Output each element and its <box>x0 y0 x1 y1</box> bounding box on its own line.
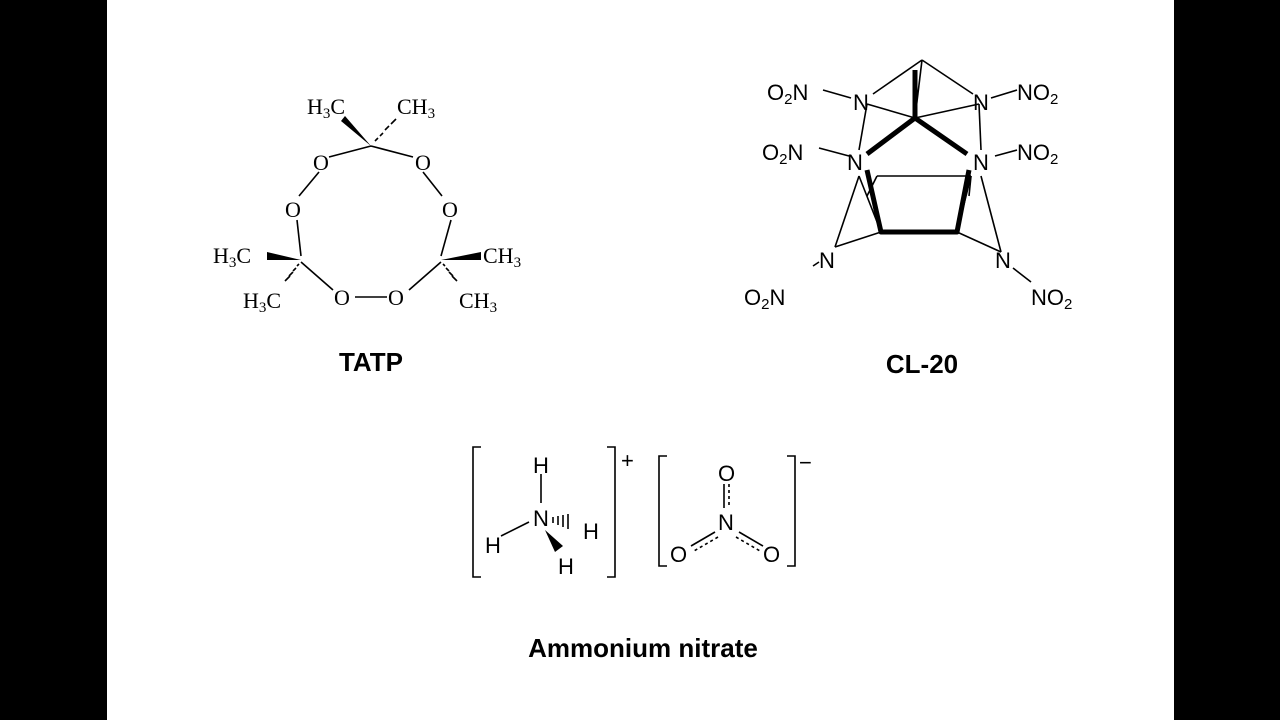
cation-hydrogen-right: H <box>583 519 599 544</box>
cl20-nitro-5: O2N <box>744 285 785 313</box>
cl20-caption: CL-20 <box>886 349 958 379</box>
structures-diagram: O O O O O O H3C CH3 H3C CH3 H3C CH3 TATP <box>213 59 1072 663</box>
cl20-nitrogen-5: N <box>819 248 835 273</box>
anion-charge: − <box>799 450 812 475</box>
cl20-nitro-3: O2N <box>762 140 803 168</box>
slide: O O O O O O H3C CH3 H3C CH3 H3C CH3 TATP <box>107 0 1174 720</box>
tatp-oxygen-3: O <box>285 197 301 222</box>
cation-hydrogen-top: H <box>533 453 549 478</box>
cl20-nitro-1: O2N <box>767 80 808 108</box>
tatp-methyl-mid-right: CH3 <box>483 243 521 271</box>
cl20-nitrogen-1: N <box>853 90 869 115</box>
cation-hydrogen-left: H <box>485 533 501 558</box>
tatp-oxygen-2: O <box>415 150 431 175</box>
tatp-methyl-top-right: CH3 <box>397 94 435 122</box>
anion-oxygen-left: O <box>670 542 687 567</box>
cation-nitrogen: N <box>533 506 549 531</box>
cation-hydrogen-bottom: H <box>558 554 574 579</box>
tatp-methyl-bot-right: CH3 <box>459 288 497 316</box>
anion-oxygen-top: O <box>718 461 735 486</box>
tatp-structure: O O O O O O H3C CH3 H3C CH3 H3C CH3 TATP <box>213 94 521 377</box>
tatp-methyl-mid-left: H3C <box>213 243 251 271</box>
tatp-oxygen-4: O <box>442 197 458 222</box>
cl20-nitrogen-2: N <box>973 90 989 115</box>
cl20-nitrogen-6: N <box>995 248 1011 273</box>
tatp-oxygen-1: O <box>313 150 329 175</box>
tatp-methyl-bot-left: H3C <box>243 288 281 316</box>
cation-charge: + <box>621 448 634 473</box>
cl20-structure: N N N N N N O2N NO2 O2N NO2 O2N NO2 CL-2… <box>744 59 1072 379</box>
anion-nitrogen: N <box>718 510 734 535</box>
ammonium-nitrate-structure: + H N H H H − O N O O Ammonium nitrate <box>472 446 812 663</box>
cl20-nitro-6: NO2 <box>1031 285 1072 313</box>
cl20-nitro-4: NO2 <box>1017 140 1058 168</box>
anion-oxygen-right: O <box>763 542 780 567</box>
tatp-oxygen-6: O <box>388 285 404 310</box>
cl20-nitrogen-3: N <box>847 150 863 175</box>
cl20-nitro-2: NO2 <box>1017 80 1058 108</box>
tatp-caption: TATP <box>339 347 403 377</box>
ammonium-nitrate-caption: Ammonium nitrate <box>528 633 758 663</box>
cl20-nitrogen-4: N <box>973 150 989 175</box>
tatp-methyl-top-left: H3C <box>307 94 345 122</box>
tatp-oxygen-5: O <box>334 285 350 310</box>
